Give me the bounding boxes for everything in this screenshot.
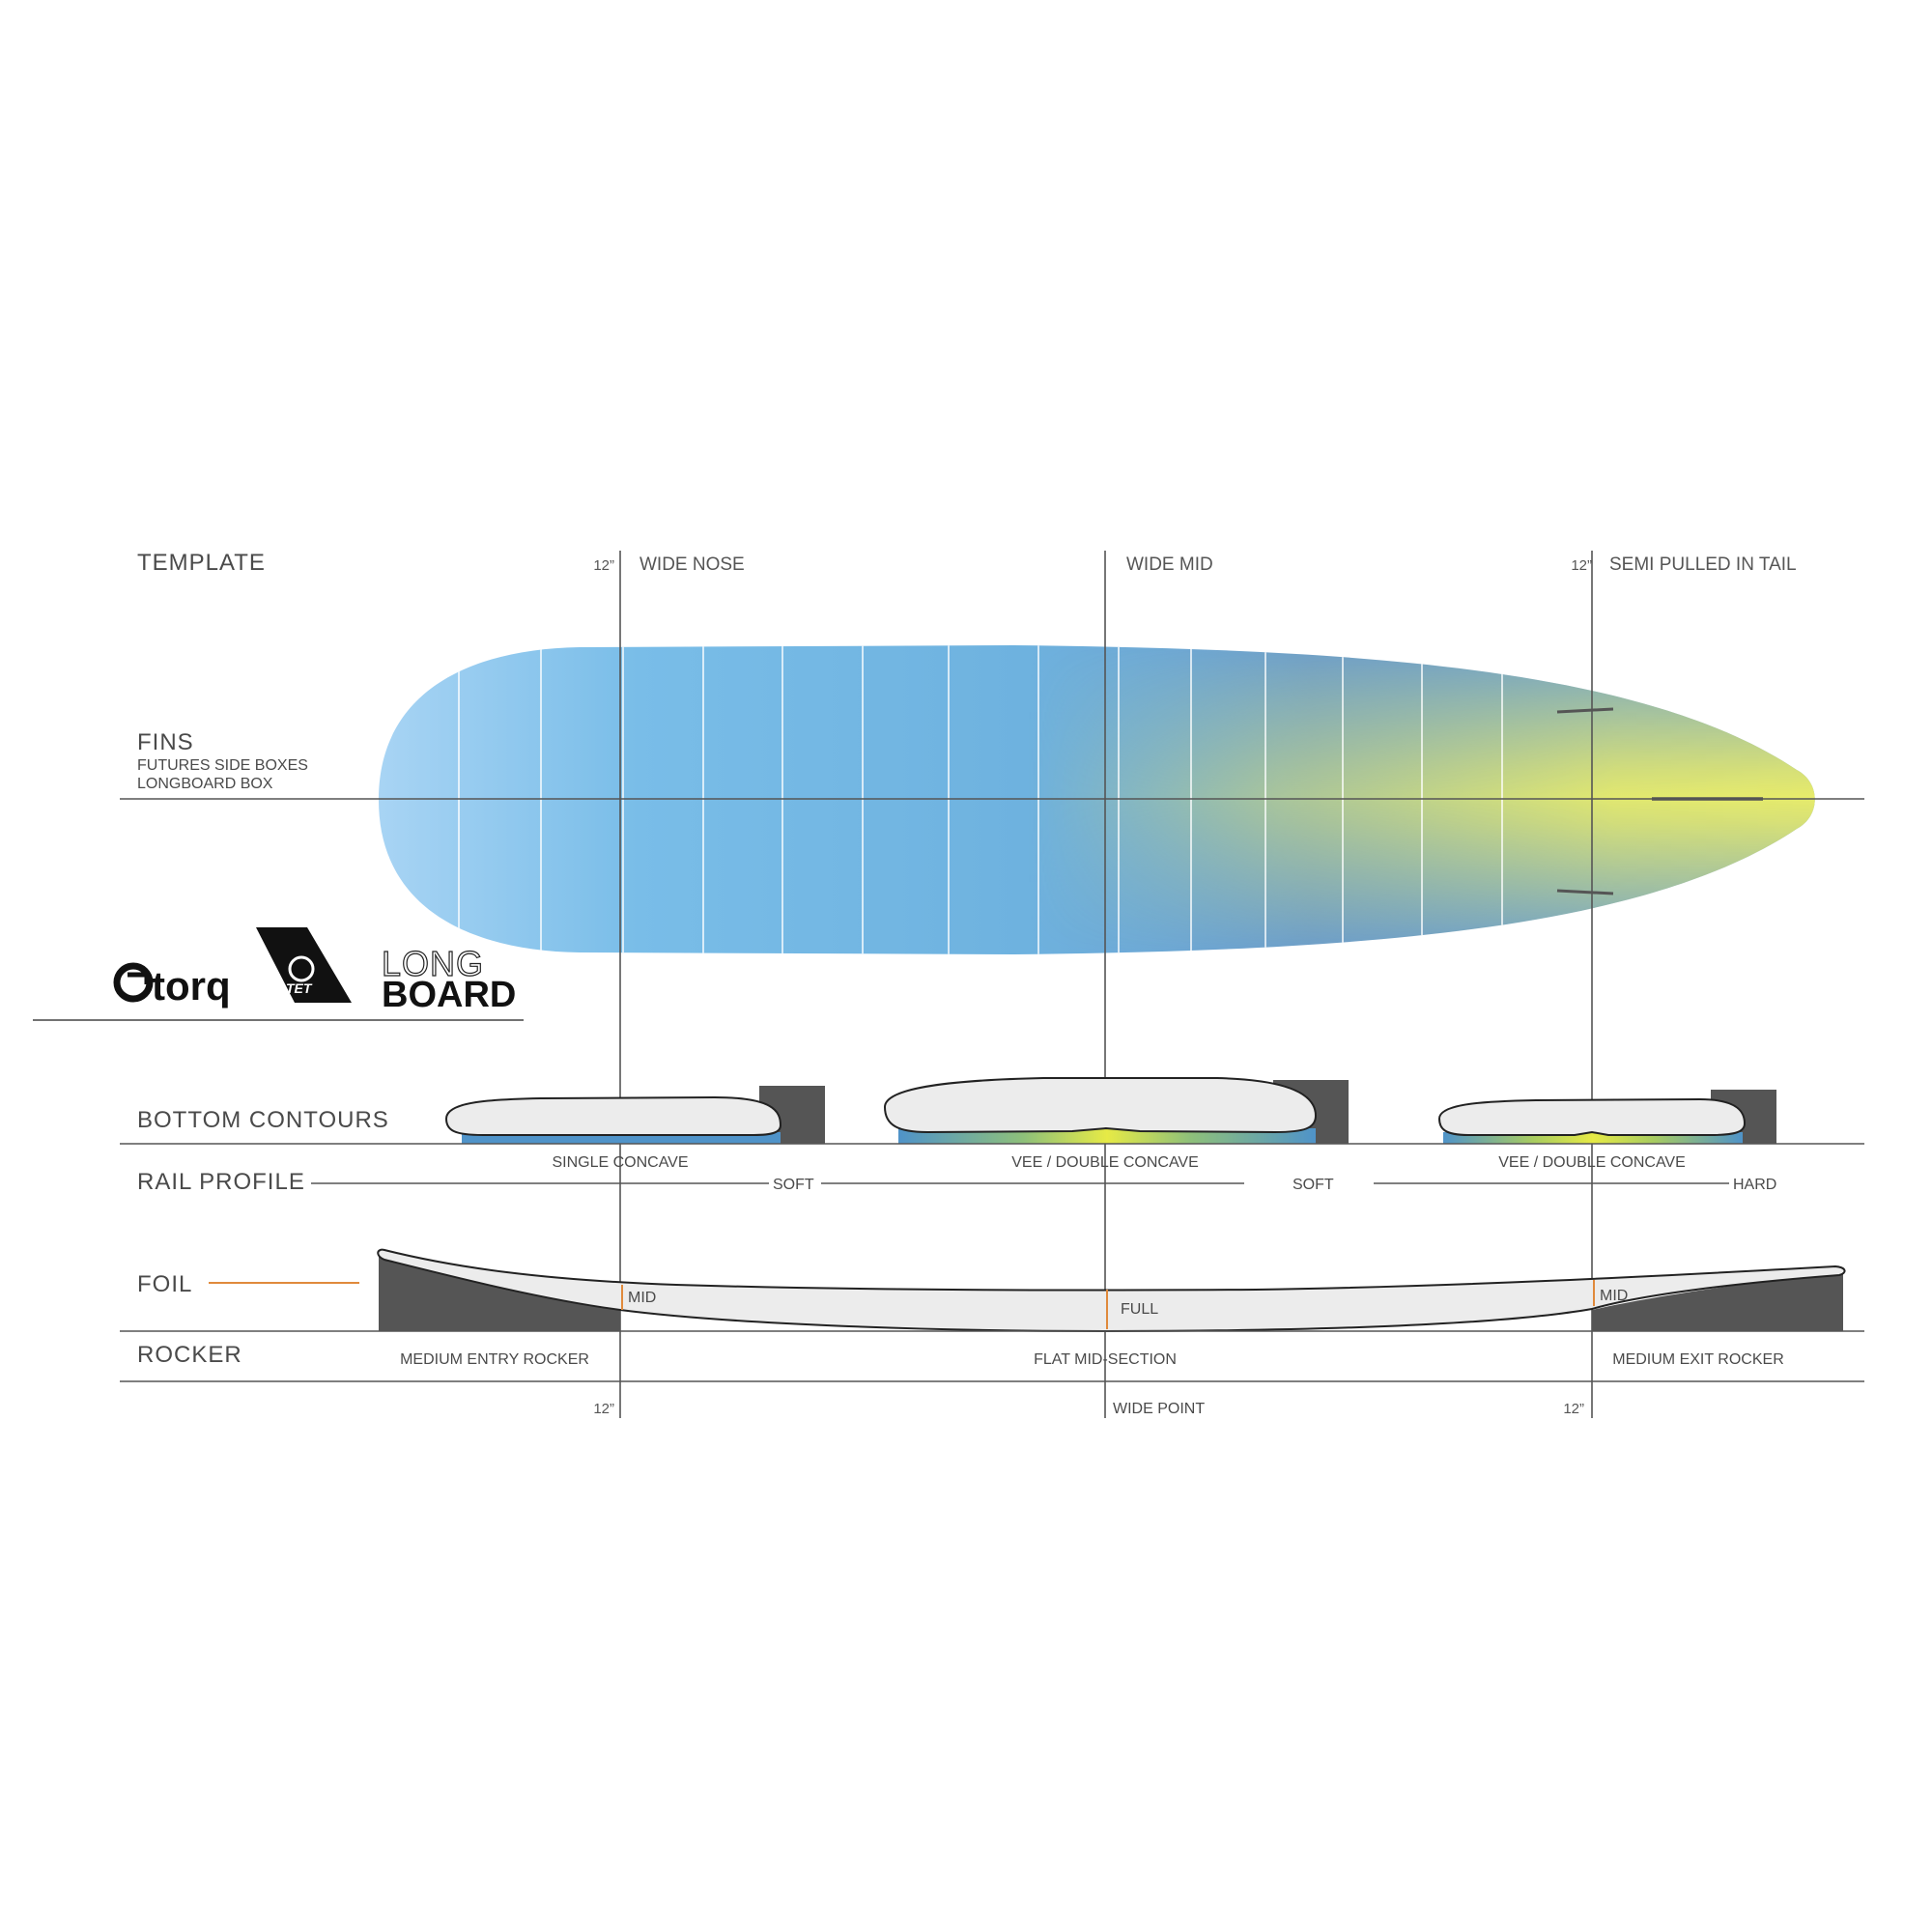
contour-nose-label: SINGLE CONCAVE — [552, 1154, 688, 1171]
contour-nose-cross-section — [444, 1086, 825, 1144]
nose-12in-marker: 12” — [593, 557, 614, 574]
template-heading: TEMPLATE — [137, 550, 266, 576]
contour-mid-label: VEE / DOUBLE CONCAVE — [1011, 1154, 1199, 1171]
rail-tail-label: HARD — [1733, 1177, 1776, 1193]
longboard-model-logo: LONG BOARD — [381, 943, 516, 1015]
rocker-exit-label: MEDIUM EXIT ROCKER — [1612, 1351, 1784, 1368]
bottom-tail-12in-marker: 12” — [1563, 1401, 1584, 1417]
fins-futures-side-boxes: FUTURES SIDE BOXES — [137, 757, 308, 774]
bottom-contours-heading: BOTTOM CONTOURS — [137, 1107, 389, 1133]
contour-tail-label: VEE / DOUBLE CONCAVE — [1498, 1154, 1686, 1171]
model-name-line2: BOARD — [382, 975, 516, 1015]
model-name-line1: LONG — [382, 944, 484, 983]
bottom-nose-12in-marker: 12” — [593, 1401, 614, 1417]
foil-nose-label: MID — [628, 1290, 656, 1306]
contour-tail-cross-section — [1437, 1090, 1776, 1144]
rocker-heading: ROCKER — [137, 1342, 242, 1368]
side-fin-top — [1556, 707, 1614, 714]
tail-12in-marker: 12” — [1571, 557, 1592, 574]
foil-mid-label: FULL — [1121, 1301, 1158, 1318]
rail-mid-label: SOFT — [1293, 1177, 1334, 1193]
rail-profile-heading: RAIL PROFILE — [137, 1169, 305, 1195]
torq-wordmark: torq — [152, 963, 231, 1009]
foil-tail-label: MID — [1600, 1288, 1628, 1304]
foil-rocker-profile — [377, 1248, 1846, 1333]
rail-nose-label: SOFT — [773, 1177, 814, 1193]
wide-nose-label: WIDE NOSE — [639, 554, 745, 575]
wide-mid-label: WIDE MID — [1126, 554, 1213, 575]
contour-mid-cross-section — [883, 1077, 1349, 1144]
board-template — [379, 645, 1815, 954]
side-fin-bottom — [1556, 889, 1614, 895]
rocker-mid-label: FLAT MID-SECTION — [1034, 1351, 1177, 1368]
torq-logo: torq — [113, 962, 231, 1009]
tet-logo: TET — [256, 927, 352, 1003]
wide-point-label: WIDE POINT — [1113, 1401, 1205, 1417]
rocker-entry-label: MEDIUM ENTRY ROCKER — [400, 1351, 589, 1368]
foil-heading: FOIL — [137, 1271, 192, 1297]
fins-longboard-box: LONGBOARD BOX — [137, 776, 273, 792]
tet-wordmark: TET — [286, 980, 313, 996]
fins-heading: FINS — [137, 729, 194, 755]
semi-pulled-in-tail-label: SEMI PULLED IN TAIL — [1609, 554, 1797, 575]
